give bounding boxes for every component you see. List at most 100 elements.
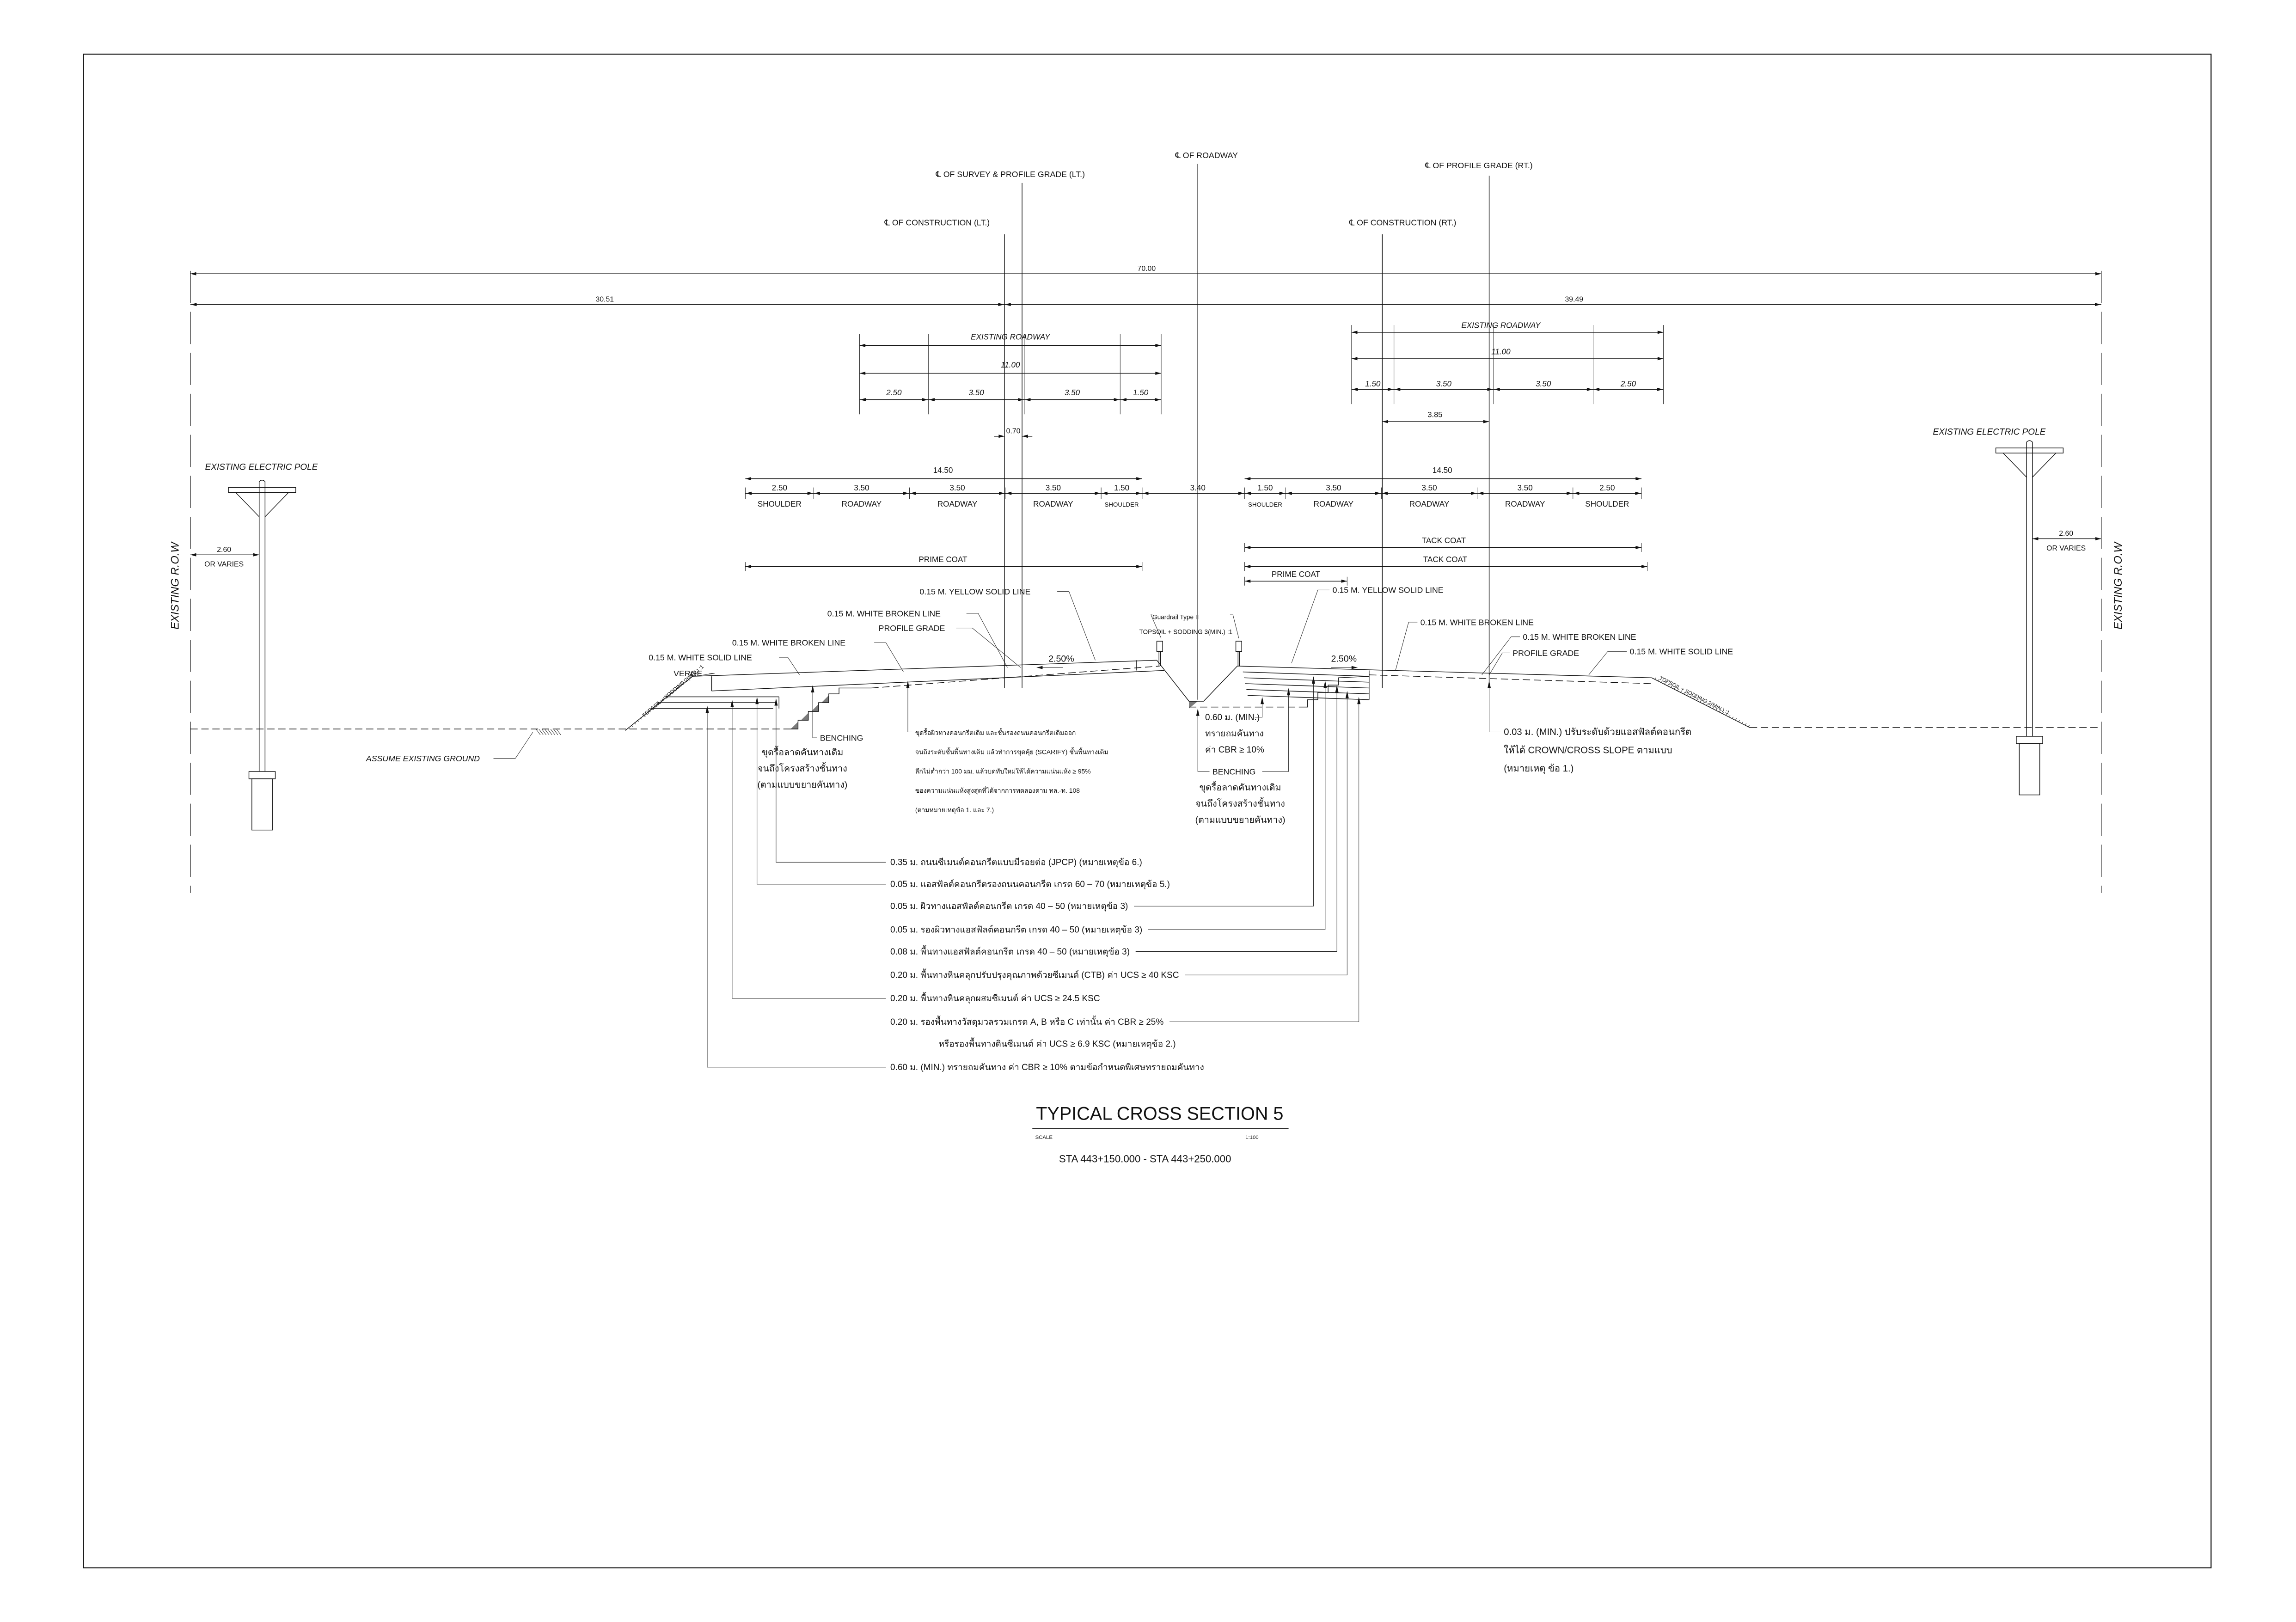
dim-existing-right-parts-arrow — [1352, 387, 1358, 391]
leveling-arrow — [1488, 680, 1491, 688]
slope-sod-hatch — [1725, 713, 1727, 716]
dim-text-proposed-left-part: 3.50 — [1046, 484, 1061, 492]
callout-label-right: 0.15 M. YELLOW SOLID LINE — [1333, 586, 1444, 595]
or-varies-right: OR VARIES — [2046, 545, 2086, 552]
callout-label-left: 0.15 M. WHITE BROKEN LINE — [827, 609, 941, 618]
electric-pole-right-shaft — [2026, 440, 2033, 736]
electric-pole-left-base — [251, 778, 273, 831]
layer-spec: 0.05 ม. แอสฟัลต์คอนกรีตรองถนนคอนกรีต เกร… — [890, 879, 1170, 890]
dim-proposed-right-arrow — [1244, 477, 1251, 481]
dim-proposed-left-parts-arrow — [999, 491, 1005, 495]
layer-leader-arrow — [755, 697, 759, 704]
callout-label-left: 0.15 M. WHITE BROKEN LINE — [732, 638, 845, 648]
slope-sod-hatch — [1745, 723, 1747, 726]
crossfall-arrowhead — [1036, 666, 1043, 669]
lane-label-right: ROADWAY — [1505, 500, 1545, 508]
slope-sod-hatch — [654, 704, 657, 707]
dim-text-proposed-right-part: 3.50 — [1518, 484, 1533, 492]
layer-leader — [1135, 692, 1337, 952]
guardrail-leader — [1151, 614, 1162, 638]
electric-pole-left-base-cap — [248, 771, 276, 779]
dim-text-proposed-left-part: 2.50 — [772, 484, 787, 492]
slope-sod-hatch — [1690, 695, 1692, 698]
existing-roadway-label-right: EXISTING ROADWAY — [1461, 321, 1541, 330]
benching-arrow — [1287, 688, 1291, 696]
ground-hatch — [539, 728, 544, 735]
median-fill-note: ทรายถมคันทาง — [1205, 729, 1264, 739]
ground-hatch — [550, 728, 555, 735]
callout-label-right: PROFILE GRADE — [1512, 649, 1579, 658]
centerline-label-construction-rt: ℄ OF CONSTRUCTION (RT.) — [1349, 218, 1457, 227]
slope-sod-hatch — [1712, 707, 1714, 709]
ground-hatch — [553, 728, 558, 735]
dim-385-arrow — [1382, 420, 1389, 423]
callout-label-left: VERGE — [673, 669, 702, 678]
left-pavement-bottom — [711, 670, 1164, 692]
guardrail-right-beam — [1235, 641, 1242, 652]
right-side-slope — [1651, 677, 1750, 728]
layer-leader — [776, 705, 886, 863]
median-hatch — [1189, 701, 1198, 709]
dim-existing-left-parts-arrow — [1018, 398, 1024, 402]
dim-text-proposed-right-part: 2.50 — [1599, 484, 1615, 492]
prime-coat-label-left: PRIME COAT — [918, 555, 967, 564]
slope-sod-hatch — [1658, 679, 1660, 681]
ground-hatch — [541, 728, 546, 735]
layer-spec: 0.20 ม. รองพื้นทางวัสดุมวลรวมเกรด A, B ห… — [890, 1016, 1163, 1028]
lane-label-right: ROADWAY — [1409, 500, 1450, 508]
dim-text-median: 3.40 — [1190, 484, 1206, 492]
scarify-arrow — [906, 680, 910, 688]
dim-proposed-right-arrow — [1635, 477, 1642, 481]
slope-sod-hatch — [645, 712, 648, 715]
layer-spec: 0.05 ม. รองผิวทางแอสฟัลต์คอนกรีต เกรด 40… — [890, 924, 1142, 935]
dim-overall-70-arrow — [190, 272, 196, 275]
slope-sod-hatch — [1699, 700, 1702, 703]
guardrail-label: Guardrail Type II — [1152, 614, 1199, 621]
benching-hatch — [801, 713, 808, 721]
median-fill-leader — [1255, 699, 1263, 718]
dim-text-existing-right-part: 2.50 — [1620, 379, 1636, 388]
electric-pole-right-crossarm — [1995, 447, 2064, 453]
layer-leader-arrow — [774, 698, 778, 706]
dim-existing-left-parts-arrow — [922, 398, 928, 402]
layer-spec: หรือรองพื้นทางดินซีเมนต์ ค่า UCS ≥ 6.9 K… — [939, 1037, 1176, 1049]
slope-sod-hatch — [639, 717, 642, 720]
dim-text-proposed-left-part: 1.50 — [1114, 484, 1129, 492]
centerline-label-roadway: ℄ OF ROADWAY — [1175, 151, 1238, 160]
centerline-label-construction-lt: ℄ OF CONSTRUCTION (LT.) — [884, 218, 990, 227]
dim-existing-left-parts-arrow — [1120, 398, 1127, 402]
dim-text-right: 39.49 — [1565, 295, 1584, 303]
dim-prime-coat-left-arrow — [745, 565, 752, 569]
benching-note-right: (ตามแบบขยายคันทาง) — [1195, 815, 1286, 825]
electric-pole-left-shaft — [258, 480, 266, 771]
scale-label: SCALE — [1035, 1135, 1053, 1140]
dim-prime-coat-left-arrow — [1136, 565, 1142, 569]
existing-roadway-label-left: EXISTING ROADWAY — [971, 333, 1051, 342]
callout-leader-right — [1588, 651, 1627, 675]
dim-pole-right-arrow — [2032, 537, 2039, 540]
layer-leader — [1134, 683, 1314, 906]
slope-sod-hatch — [678, 685, 680, 687]
scarify-note-line: ขุดรื้อผิวทางคอนกรีตเดิม และชั้นรองถนนคอ… — [915, 728, 1076, 737]
layer-leader-arrow — [1357, 697, 1361, 704]
scarify-note-line: ของความแน่นแห้งสูงสุดที่ได้จากการทดลองตา… — [915, 786, 1080, 795]
dim-tack-coat-1-arrow — [1635, 545, 1642, 549]
dim-pole-left-arrow — [253, 553, 259, 557]
layer-spec: 0.20 ม. พื้นทางหินคลุกผสมซีเมนต์ ค่า UCS… — [890, 992, 1100, 1004]
electric-pole-right-brace — [2002, 453, 2057, 477]
dim-text-proposed-right-part: 1.50 — [1257, 484, 1273, 492]
dim-proposed-right-parts-arrow — [1635, 491, 1641, 495]
dim-text-existing-right-part: 1.50 — [1365, 379, 1381, 388]
dim-text-proposed-left-part: 3.50 — [854, 484, 869, 492]
ground-hatch — [547, 728, 552, 735]
benching-label-right: BENCHING — [1212, 767, 1256, 776]
or-varies-left: OR VARIES — [204, 561, 244, 569]
slope-sod-hatch — [1654, 677, 1657, 679]
prime-coat-label-right: PRIME COAT — [1272, 570, 1321, 579]
slope-sod-hatch — [1671, 686, 1672, 688]
right-layer-line — [1247, 695, 1369, 700]
dim-text-385: 3.85 — [1427, 411, 1442, 419]
scarify-note-line: (ตามหมายเหตุข้อ 1. และ 7.) — [915, 806, 994, 814]
layer-leader — [1169, 704, 1359, 1022]
